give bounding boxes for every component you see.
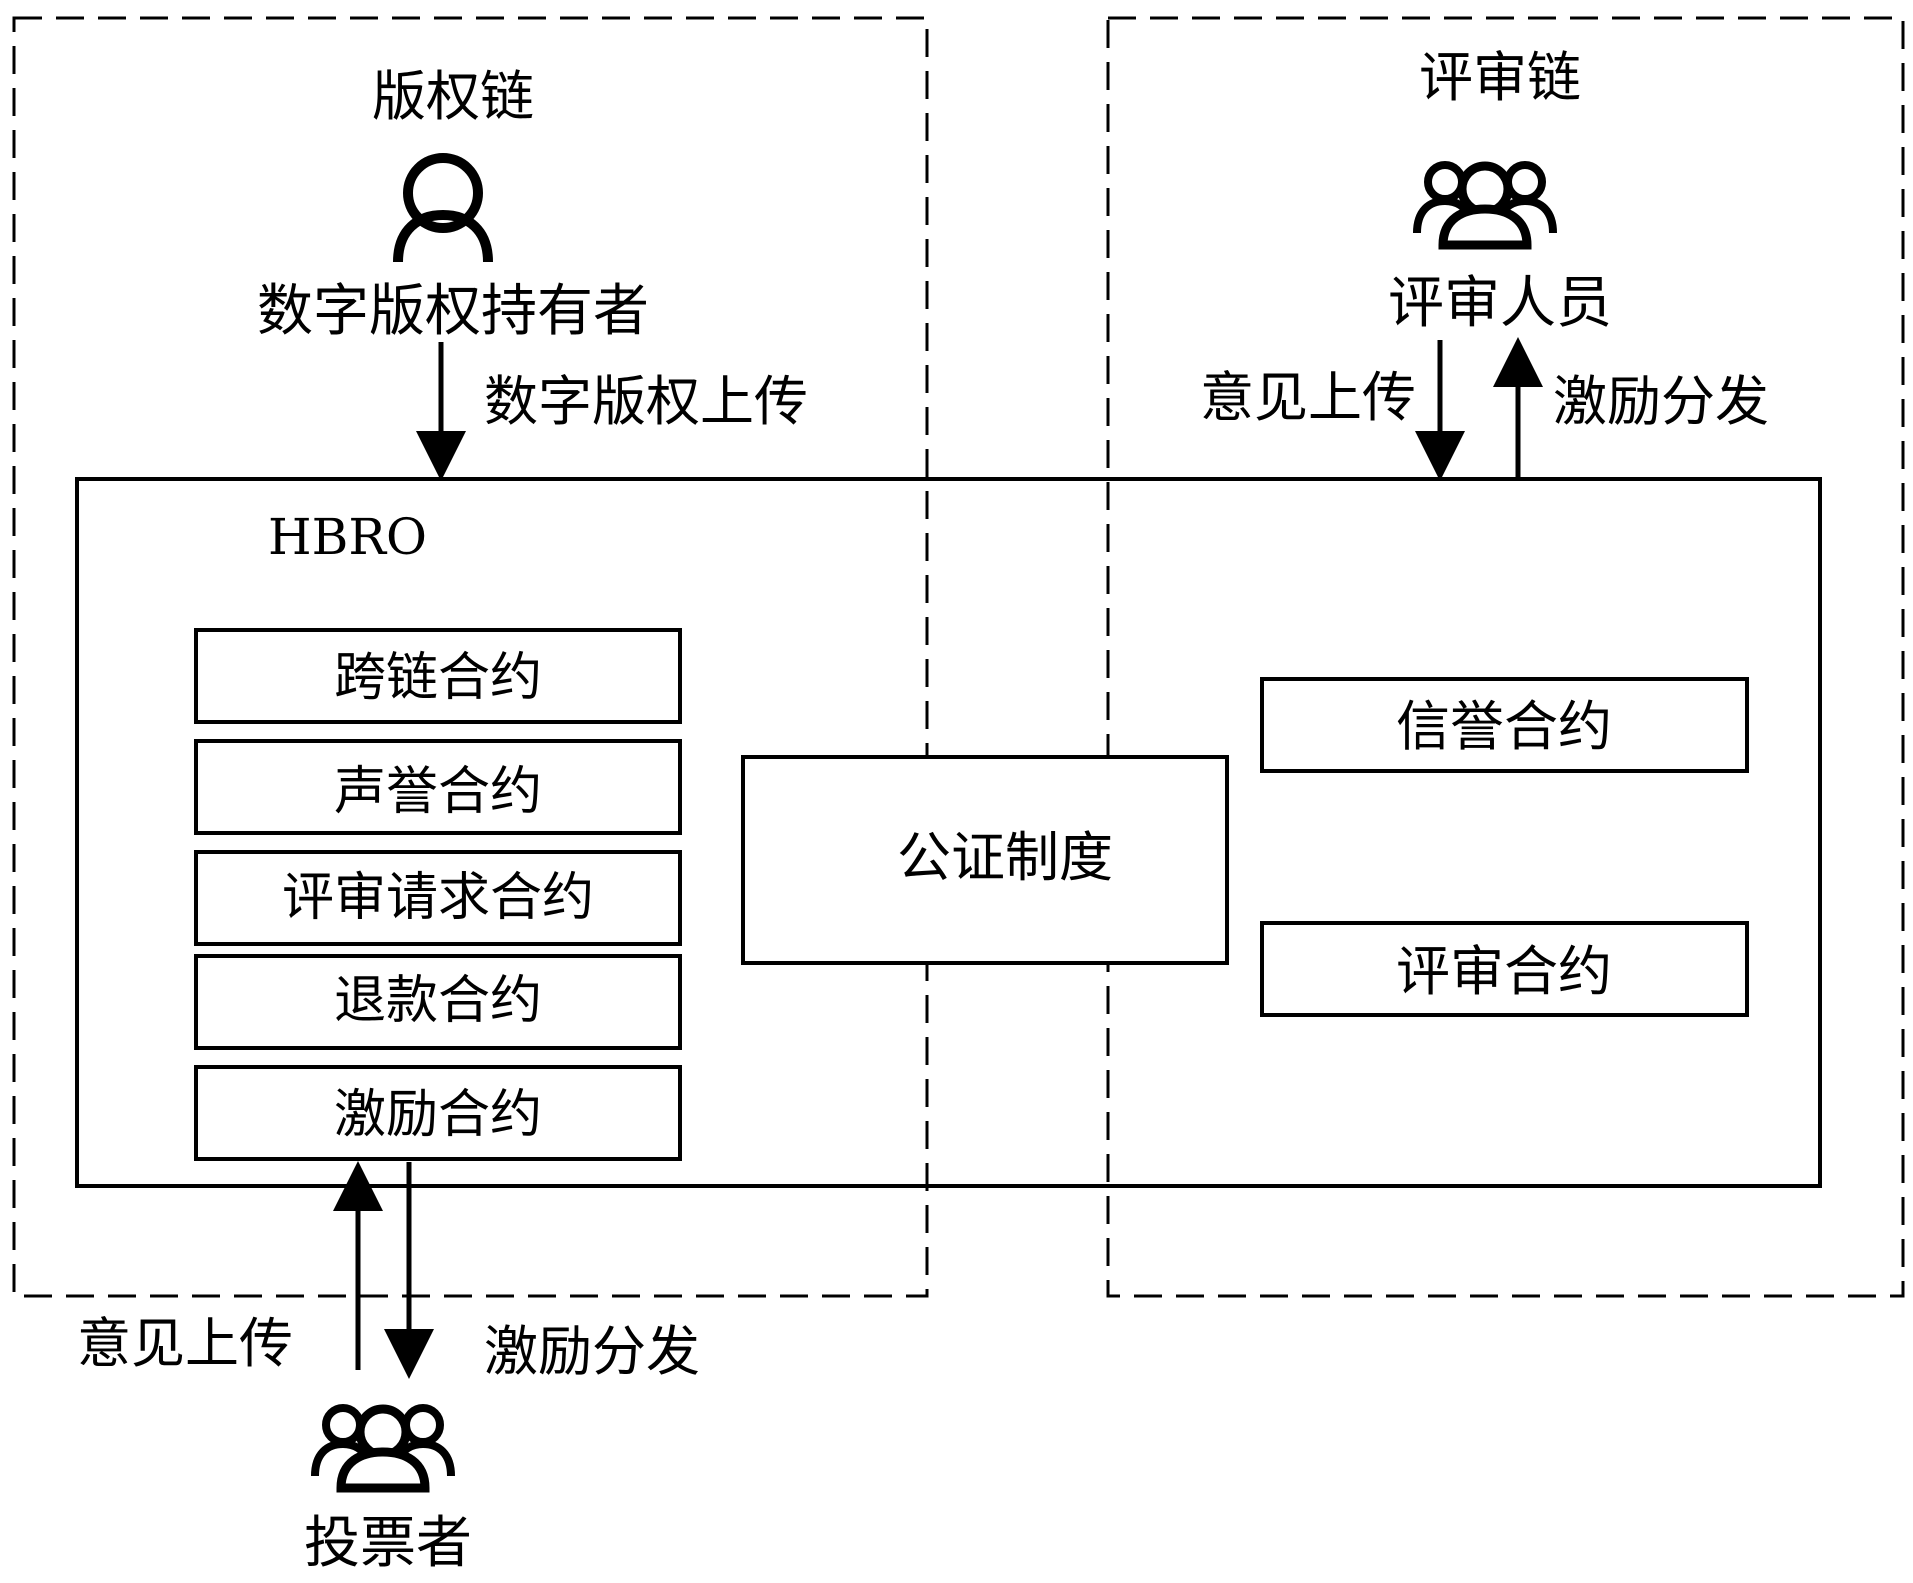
review-chain-region (1106, 16, 1905, 1298)
group-icon (1413, 161, 1557, 250)
review-contract-box (1260, 921, 1749, 1017)
group-icon (311, 1404, 455, 1493)
copyright-holder-label: 数字版权持有者 (257, 279, 649, 344)
notary-label: 公证制度 (897, 826, 1113, 889)
reviewers-label: 评审人员 (1388, 271, 1612, 336)
credit-contract-label: 信誉合约 (1396, 695, 1612, 758)
cross-chain-contract-label: 跨链合约 (334, 648, 542, 708)
review-request-contract-label: 评审请求合约 (282, 868, 594, 928)
voter-incentive-label: 激励分发 (484, 1320, 700, 1383)
review-opinion-upload-label: 意见上传 (1200, 366, 1416, 429)
review-incentive-label: 激励分发 (1553, 370, 1769, 433)
person-icon (393, 153, 493, 263)
reputation-contract-label: 声誉合约 (334, 762, 542, 822)
hbro-box (75, 477, 1822, 1188)
review-contract-label: 评审合约 (1396, 940, 1612, 1003)
refund-contract-label: 退款合约 (334, 971, 542, 1031)
incentive-contract-label: 激励合约 (334, 1085, 542, 1145)
copyright-chain-region (12, 16, 929, 1298)
review-chain-title: 评审链 (1419, 46, 1581, 109)
voters-label: 投票者 (304, 1511, 472, 1576)
copyright-upload-label: 数字版权上传 (484, 370, 808, 433)
credit-contract-box (1260, 677, 1749, 773)
incentive-contract-box (194, 1065, 682, 1161)
left-contract-stack: 跨链合约 声誉合约 评审请求合约 退款合约 激励合约 (194, 628, 682, 1161)
voter-opinion-upload-label: 意见上传 (77, 1312, 293, 1375)
hbro-title: HBRO (268, 508, 427, 566)
reputation-contract-box (194, 739, 682, 835)
notary-box (741, 755, 1229, 965)
review-request-contract-box (194, 850, 682, 946)
copyright-chain-title: 版权链 (372, 65, 534, 128)
cross-chain-contract-box (194, 628, 682, 724)
refund-contract-box (194, 954, 682, 1050)
